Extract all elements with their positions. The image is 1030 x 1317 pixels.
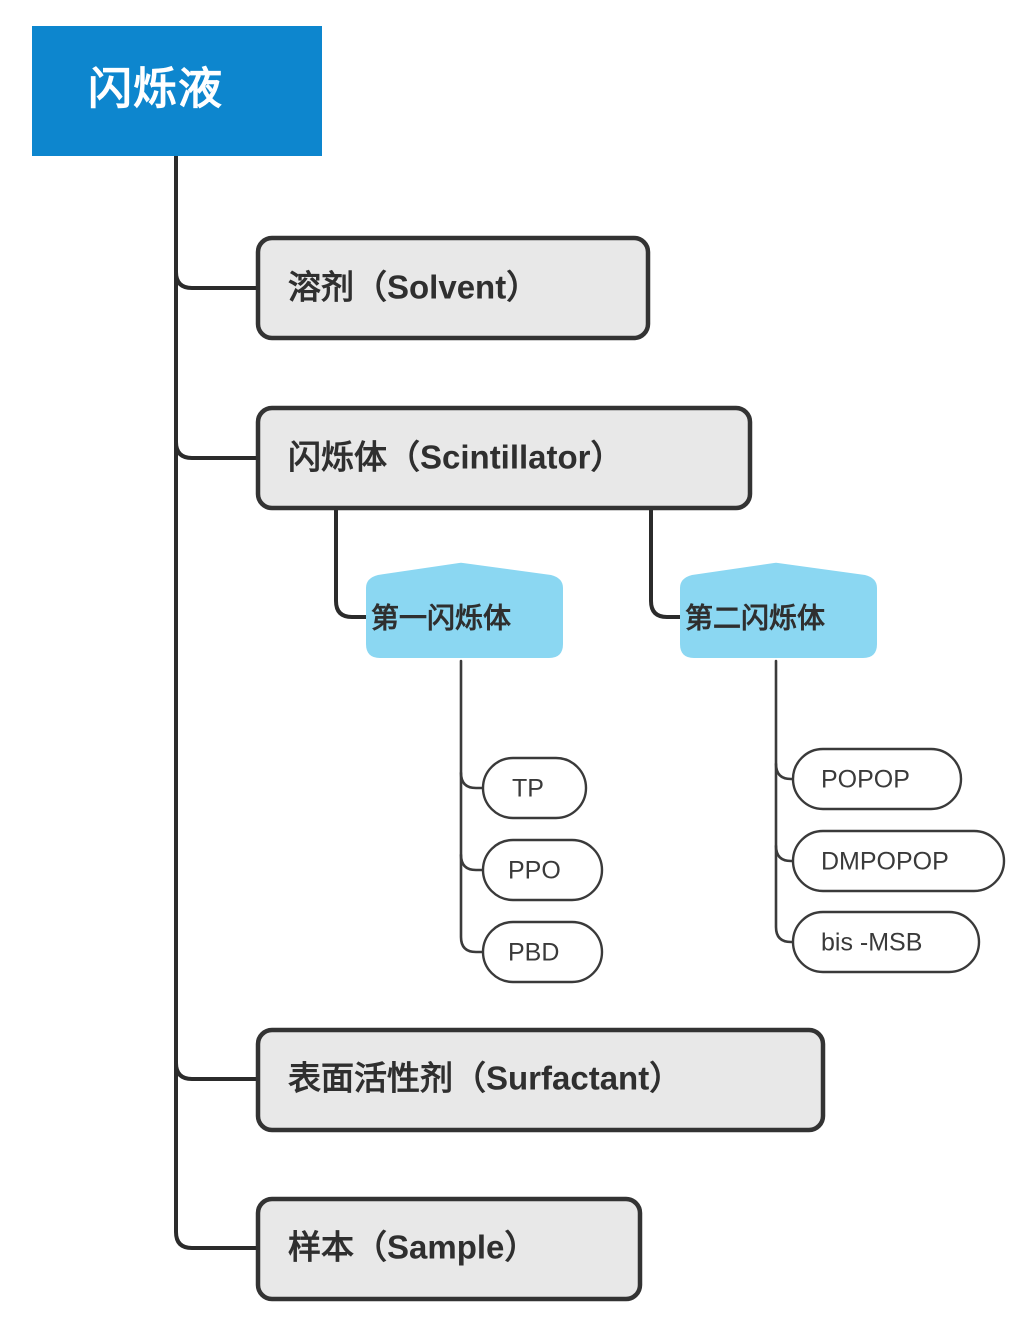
node-secondary-scintillator[interactable]: 第二闪烁体	[680, 562, 877, 658]
sample-box-shape	[255, 1196, 643, 1302]
node-scintillator[interactable]: 闪烁体（Scintillator）	[255, 405, 753, 511]
ppo-box-shape	[481, 838, 604, 902]
connector-group-secondary-leaves	[774, 659, 803, 944]
surfactant-label: 表面活性剂（Surfactant）	[288, 1060, 682, 1097]
solvent-box-shape	[255, 235, 651, 341]
edge-secondary-trunk	[774, 659, 803, 944]
scintillator-box-shape	[255, 405, 753, 511]
ppo-label: PPO	[508, 857, 561, 885]
connector-group-primary-leaves	[459, 659, 488, 954]
primary-scintillator-hexagon-shape	[366, 562, 563, 658]
scintillator-label: 闪烁体（Scintillator）	[288, 439, 624, 476]
sample-label: 样本（Sample）	[288, 1229, 537, 1266]
surfactant-box-shape	[255, 1027, 826, 1133]
edge-root-to-solvent	[174, 270, 260, 290]
edge-root-to-scintillator	[174, 440, 260, 460]
root-label: 闪烁液	[88, 65, 223, 114]
solvent-label: 溶剂（Solvent）	[288, 269, 539, 306]
node-bis-msb[interactable]: bis -MSB	[791, 910, 981, 974]
node-solvent[interactable]: 溶剂（Solvent）	[255, 235, 651, 341]
node-dmpopop[interactable]: DMPOPOP	[791, 829, 1006, 893]
bis-msb-label: bis -MSB	[821, 929, 922, 957]
node-root[interactable]: 闪烁液	[32, 26, 322, 156]
edge-secondary-to-popop	[774, 762, 803, 781]
node-ppo[interactable]: PPO	[481, 838, 604, 902]
edge-root-trunk	[174, 154, 260, 1250]
edge-scintillator-to-secondary	[649, 506, 682, 619]
pbd-box-shape	[481, 920, 604, 984]
connector-group-root	[174, 154, 260, 1250]
edge-root-to-surfactant	[174, 1061, 260, 1081]
edge-primary-to-ppo	[459, 853, 488, 872]
node-primary-scintillator[interactable]: 第一闪烁体	[366, 562, 563, 658]
secondary-scintillator-hexagon-shape	[680, 562, 877, 658]
node-tp[interactable]: TP	[481, 756, 588, 820]
primary-scintillator-label: 第一闪烁体	[371, 601, 512, 633]
pbd-label: PBD	[508, 939, 559, 967]
dmpopop-box-shape	[791, 829, 1006, 893]
node-pbd[interactable]: PBD	[481, 920, 604, 984]
node-surfactant[interactable]: 表面活性剂（Surfactant）	[255, 1027, 826, 1133]
node-popop[interactable]: POPOP	[791, 747, 963, 811]
edge-scintillator-to-primary	[334, 506, 368, 619]
edge-primary-to-tp	[459, 771, 488, 790]
popop-box-shape	[791, 747, 963, 811]
connector-group-scintillator	[334, 506, 682, 619]
node-sample[interactable]: 样本（Sample）	[255, 1196, 643, 1302]
secondary-scintillator-label: 第二闪烁体	[685, 601, 826, 633]
bis-msb-box-shape	[791, 910, 981, 974]
tp-box-shape	[481, 756, 588, 820]
edge-primary-trunk	[459, 659, 488, 954]
edge-secondary-to-dmpopop	[774, 844, 803, 863]
popop-label: POPOP	[821, 766, 910, 794]
tp-label: TP	[512, 775, 544, 803]
dmpopop-label: DMPOPOP	[821, 848, 949, 876]
root-box-shape	[32, 26, 322, 156]
